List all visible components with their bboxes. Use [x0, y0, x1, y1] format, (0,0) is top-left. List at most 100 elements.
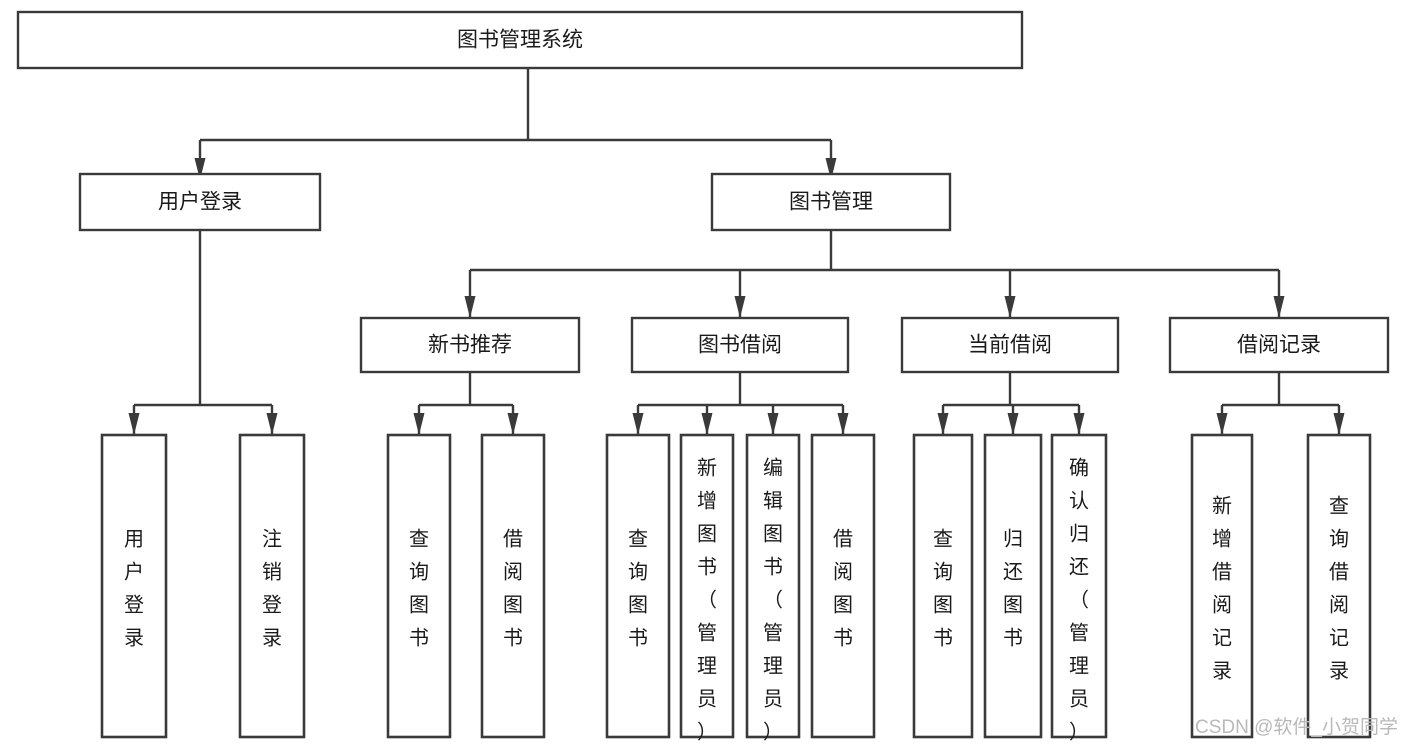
node-label-char: 记: [1212, 627, 1232, 650]
node-box[interactable]: [630, 316, 850, 374]
node-label-char: 借: [1212, 561, 1232, 584]
node-box[interactable]: [16, 10, 1024, 70]
node-leaf-user-login[interactable]: 用户登录: [100, 433, 168, 739]
node-borrow-records[interactable]: 借阅记录: [1168, 316, 1390, 374]
arrow-head-icon: [937, 413, 949, 435]
node-box[interactable]: [1306, 433, 1372, 739]
node-root[interactable]: 图书管理系统: [16, 10, 1024, 70]
node-label-char: （: [763, 589, 783, 612]
node-label-char: 新: [697, 457, 717, 480]
node-label-char: 阅: [1212, 594, 1232, 617]
node-box[interactable]: [912, 433, 974, 739]
arrow-head-icon: [464, 296, 476, 318]
connector-conn-current-borrow: [937, 372, 1085, 435]
node-label: 用户登录: [158, 191, 242, 214]
arrow-head-icon: [128, 413, 140, 435]
node-label-char: 询: [409, 561, 429, 584]
node-box[interactable]: [900, 316, 1120, 374]
arrow-head-icon: [1216, 413, 1228, 435]
node-label-char: 理: [697, 656, 717, 678]
node-label-char: 阅: [1329, 594, 1349, 617]
arrow-head-icon: [507, 413, 519, 435]
node-label: 图书管理系统: [457, 29, 583, 52]
node-label-char: 还: [1003, 561, 1023, 584]
arrow-head-icon: [1007, 413, 1019, 435]
node-label-char: 询: [933, 561, 953, 584]
arrow-head-icon: [632, 413, 644, 435]
node-box[interactable]: [100, 433, 168, 739]
node-label-char: 记: [1329, 627, 1349, 650]
node-label-char: 注: [262, 528, 282, 551]
node-label-char: 登: [124, 594, 144, 617]
node-book-borrow[interactable]: 图书借阅: [630, 316, 850, 374]
node-label-char: 询: [628, 561, 648, 584]
node-label-char: 书: [697, 556, 717, 579]
node-label-char: 理: [763, 656, 783, 678]
node-label-char: 管: [1069, 622, 1089, 645]
node-label-char: （: [1069, 589, 1089, 612]
node-label-char: 录: [262, 628, 282, 650]
arrow-head-icon: [1073, 413, 1085, 435]
node-label-char: 新: [1212, 495, 1232, 518]
node-box[interactable]: [359, 316, 581, 374]
node-label-char: 查: [409, 528, 429, 551]
node-box[interactable]: [386, 433, 452, 739]
node-label-char: 阅: [833, 561, 853, 584]
node-label-char: 理: [1069, 656, 1089, 678]
node-label: 新书推荐: [428, 334, 512, 357]
node-label-char: ）: [763, 721, 783, 744]
node-box[interactable]: [238, 433, 306, 739]
node-label-char: 员: [697, 689, 717, 711]
node-label-char: 用: [124, 529, 144, 551]
node-box[interactable]: [810, 433, 876, 739]
connector-conn-book-management: [464, 230, 1285, 318]
node-label-char: 销: [262, 561, 282, 584]
node-label-char: 图: [409, 595, 429, 617]
node-label-char: 借: [833, 528, 853, 551]
node-user-login[interactable]: 用户登录: [78, 172, 322, 232]
node-label-char: 询: [1329, 528, 1349, 551]
node-label-char: 还: [1069, 556, 1089, 579]
node-label-char: 书: [763, 556, 783, 579]
connector-conn-borrow-records: [1216, 372, 1345, 435]
node-label-char: 查: [1329, 495, 1349, 518]
node-box[interactable]: [1190, 433, 1254, 739]
node-current-borrow[interactable]: 当前借阅: [900, 316, 1120, 374]
node-box[interactable]: [605, 433, 671, 739]
node-box[interactable]: [1168, 316, 1390, 374]
node-label-char: （: [697, 589, 717, 612]
node-layer: 图书管理系统用户登录图书管理新书推荐图书借阅当前借阅借阅记录用户登录注销登录查询…: [16, 10, 1390, 744]
node-box[interactable]: [710, 172, 952, 232]
node-new-book-recommend[interactable]: 新书推荐: [359, 316, 581, 374]
node-label-char: 编: [763, 457, 783, 480]
node-box[interactable]: [679, 433, 735, 739]
node-box[interactable]: [1050, 433, 1108, 739]
node-label-char: 借: [503, 528, 523, 551]
node-box[interactable]: [78, 172, 322, 232]
node-box[interactable]: [983, 433, 1043, 739]
node-label-char: 书: [409, 627, 429, 650]
node-box[interactable]: [745, 433, 801, 739]
node-book-management[interactable]: 图书管理: [710, 172, 952, 232]
node-box[interactable]: [480, 433, 546, 739]
node-label-char: 图: [763, 524, 783, 546]
arrow-head-icon: [837, 413, 849, 435]
